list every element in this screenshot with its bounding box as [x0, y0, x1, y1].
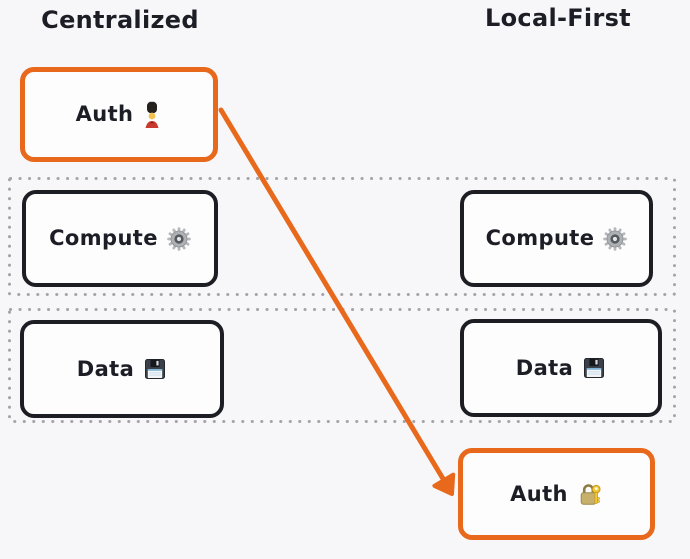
floppy-disk-icon: [145, 359, 166, 379]
box-data-centralized-label: Data: [76, 356, 135, 381]
gear-icon: [167, 226, 191, 251]
box-auth-local: Auth: [458, 448, 655, 540]
box-auth-local-label: Auth: [510, 481, 568, 506]
box-auth-centralized: Auth: [20, 67, 218, 162]
column-title-centralized: Centralized: [41, 6, 199, 34]
locked-with-key-icon: [580, 484, 601, 505]
box-compute-local: Compute: [460, 190, 653, 287]
gear-icon: [603, 226, 628, 251]
box-compute-centralized-label: Compute: [49, 226, 158, 250]
guardsman-icon: [145, 101, 159, 128]
box-auth-centralized-label: Auth: [75, 102, 134, 126]
box-data-local: Data: [460, 319, 662, 417]
box-compute-local-label: Compute: [485, 226, 595, 250]
box-data-local-label: Data: [515, 355, 574, 380]
column-title-local-first: Local-First: [485, 4, 631, 32]
box-compute-centralized: Compute: [22, 190, 218, 287]
box-data-centralized: Data: [20, 320, 224, 418]
floppy-disk-icon: [584, 358, 605, 378]
